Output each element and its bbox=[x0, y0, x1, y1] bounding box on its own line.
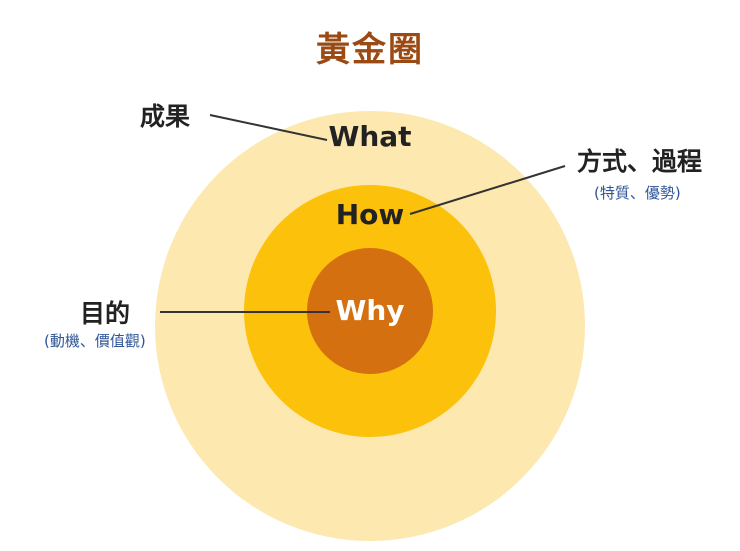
connector-line-result bbox=[209, 114, 328, 141]
ring-label-how: How bbox=[335, 198, 405, 231]
diagram-title: 黃金圈 bbox=[316, 30, 424, 70]
callout-result-label: 成果 bbox=[140, 102, 191, 131]
inner-circle-why bbox=[307, 248, 433, 374]
callout-purpose-label: 目的 bbox=[80, 299, 131, 328]
connector-line-method bbox=[409, 165, 566, 215]
callout-purpose-sub: (動機、價值觀) bbox=[44, 332, 146, 350]
callout-method-label: 方式、過程 bbox=[577, 147, 703, 176]
callout-method-sub: (特質、優勢) bbox=[594, 184, 681, 202]
ring-label-what: What bbox=[328, 120, 412, 153]
ring-label-why: Why bbox=[335, 294, 405, 327]
